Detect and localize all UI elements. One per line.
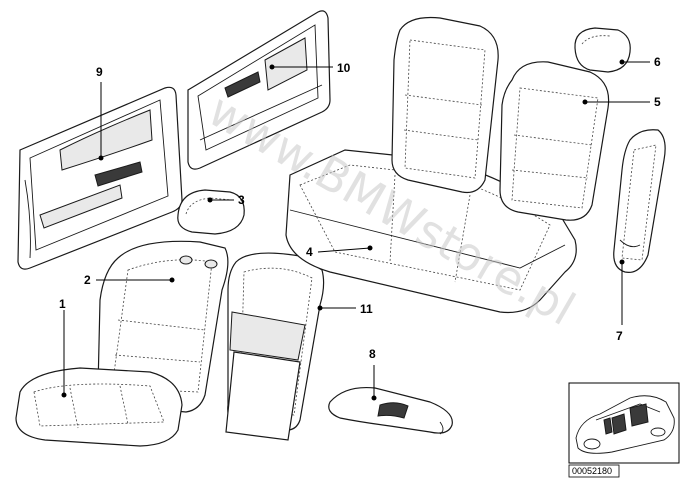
side-bolster — [613, 129, 666, 273]
callout-4: 4 — [306, 245, 313, 259]
callout-3: 3 — [238, 193, 245, 207]
front-door-panel — [17, 86, 183, 270]
front-headrest — [177, 189, 245, 235]
rear-door-panel — [187, 10, 331, 170]
callout-10: 10 — [337, 61, 351, 75]
front-seat-backrest — [97, 240, 229, 413]
rear-backrest-left — [391, 16, 499, 194]
callout-leaders — [61, 59, 650, 401]
callout-labels: 1 2 3 4 5 6 7 8 9 10 11 — [59, 55, 661, 361]
callout-8: 8 — [369, 347, 376, 361]
rear-headrest — [574, 27, 631, 73]
callout-11: 11 — [360, 302, 373, 316]
callout-1: 1 — [59, 297, 66, 311]
backrest-rear-cover — [225, 252, 325, 441]
callout-7: 7 — [616, 329, 623, 343]
armrest-pad — [328, 386, 453, 435]
callout-2: 2 — [84, 273, 91, 287]
callout-5: 5 — [654, 95, 661, 109]
callout-9: 9 — [96, 65, 103, 79]
car-outline-icon — [575, 395, 675, 454]
callout-6: 6 — [654, 55, 661, 69]
front-seat-cushion — [15, 367, 183, 447]
diagram-reference-number: 00052180 — [572, 466, 612, 476]
inset-thumbnail: 00052180 — [568, 382, 680, 478]
rear-backrest-right — [499, 61, 610, 221]
